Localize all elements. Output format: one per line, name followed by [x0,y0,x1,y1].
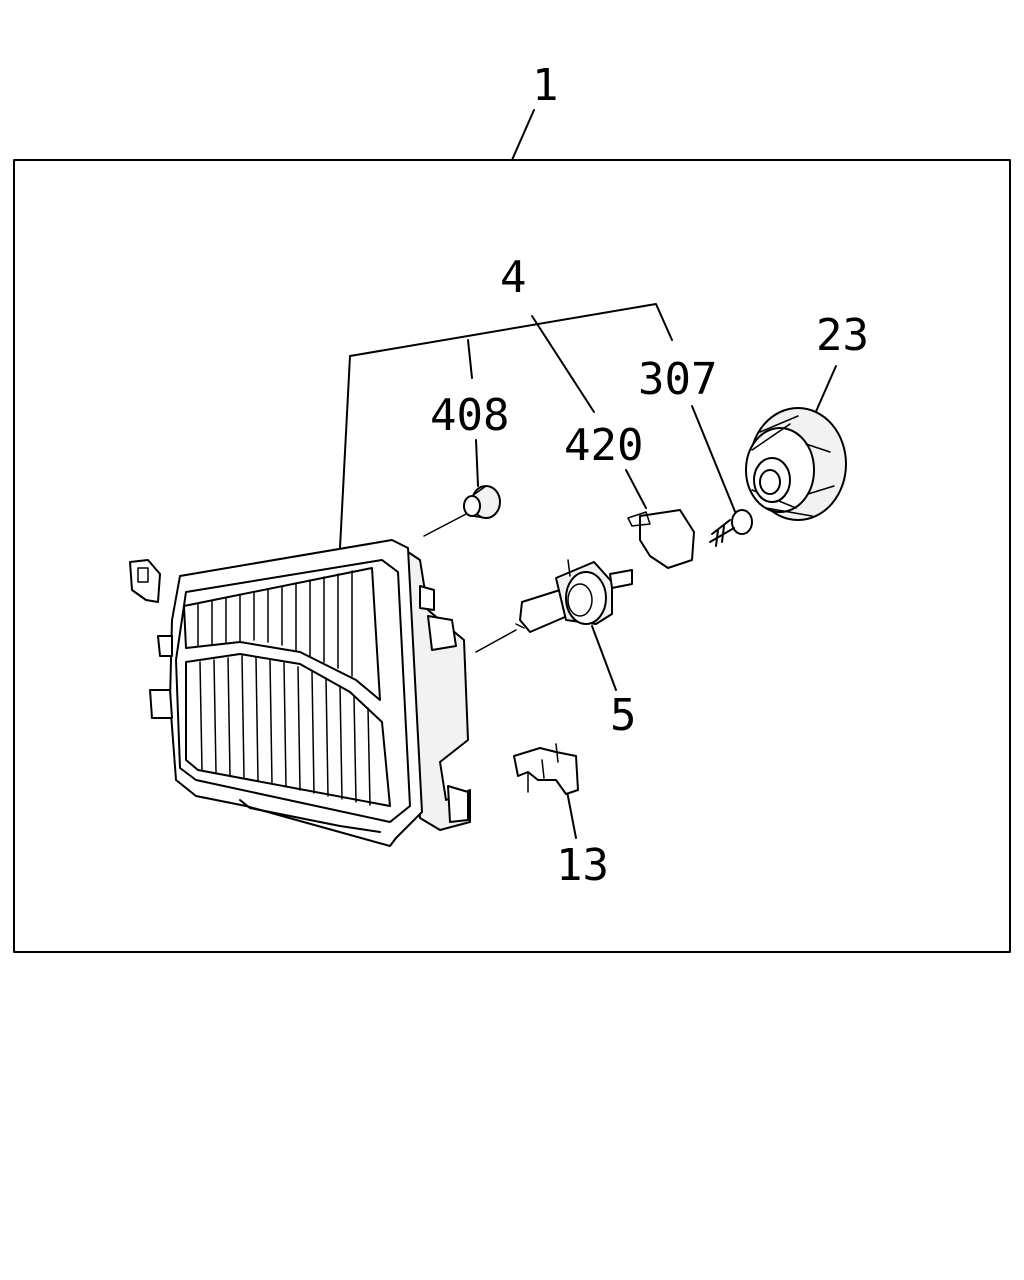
leader-307 [691,405,737,515]
socket-408 [463,485,501,519]
bulb-5 [515,559,633,633]
callout-23: 23 [816,310,869,361]
leader-5 [591,625,617,691]
callout-307: 307 [638,354,717,405]
leader-408 [475,439,479,487]
align-line-bulb [475,629,517,653]
callout-4: 4 [500,252,527,303]
seal-420 [627,509,695,569]
callout-1: 1 [532,60,559,111]
screw-307 [709,509,753,547]
leader-420 [625,469,647,509]
leader-1 [511,109,535,161]
headlamp-housing [129,539,471,847]
cap-23 [745,407,847,521]
callout-420: 420 [564,420,643,471]
leader-13 [565,785,577,839]
callout-13: 13 [556,840,609,891]
callout-408: 408 [430,390,509,441]
align-line-socket [423,511,471,537]
leader-23 [813,365,837,417]
group-bracket [339,303,673,549]
clip-13 [513,743,579,795]
callout-5: 5 [610,690,637,741]
